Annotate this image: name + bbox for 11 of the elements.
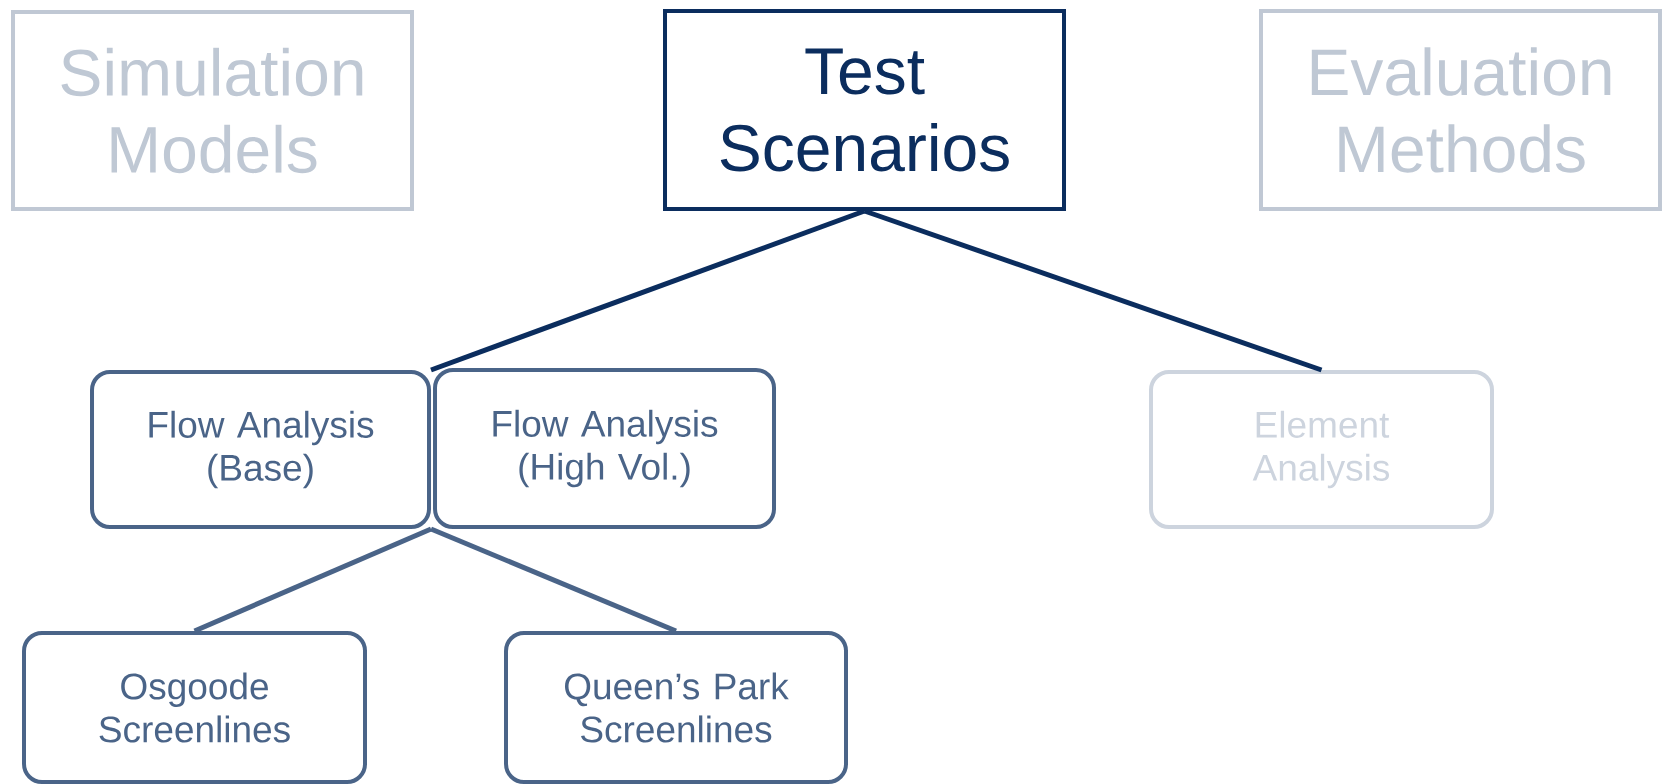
- connector-line: [193, 526, 432, 634]
- connector-line: [430, 208, 866, 373]
- process-box: Osgoode Screenlines: [22, 631, 367, 784]
- process-box: Flow Analysis (High Vol.): [433, 368, 776, 529]
- connector-line: [430, 526, 677, 634]
- process-box: Flow Analysis (Base): [90, 370, 431, 529]
- process-box: Queen’s Park Screenlines: [504, 631, 848, 784]
- category-box: Simulation Models: [11, 10, 414, 211]
- connector-line: [863, 208, 1323, 373]
- category-box: Test Scenarios: [663, 9, 1066, 211]
- category-box: Evaluation Methods: [1259, 9, 1662, 211]
